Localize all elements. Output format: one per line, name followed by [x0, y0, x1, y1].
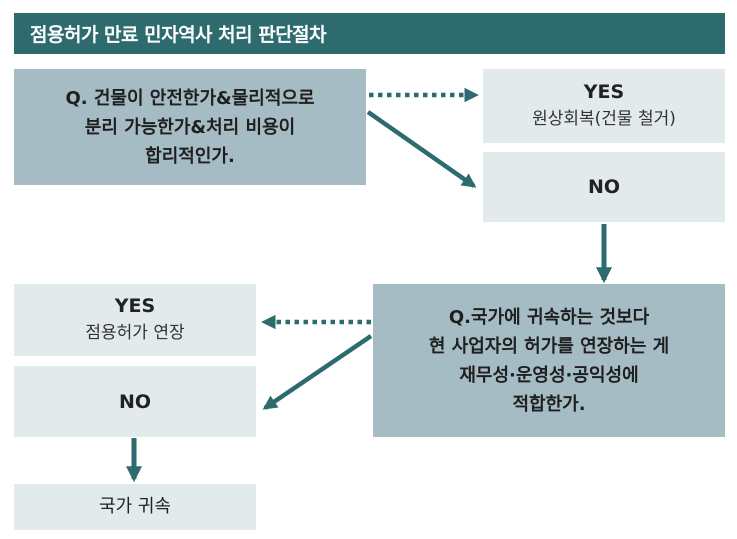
question-1-line-1: Q. 건물이 안전한가&물리적으로	[65, 87, 315, 109]
q2-yes-detail: 점용허가 연장	[85, 323, 185, 343]
question-1-box: Q. 건물이 안전한가&물리적으로 분리 가능한가&처리 비용이 합리적인가.	[14, 69, 366, 185]
question-2-line-2: 현 사업자의 허가를 연장하는 게	[428, 335, 670, 357]
q1-yes-detail: 원상회복(건물 철거)	[532, 109, 676, 129]
question-2-line-1: Q.국가에 귀속하는 것보다	[448, 306, 650, 328]
q2-no-label: NO	[118, 390, 152, 413]
final-label: 국가 귀속	[99, 496, 171, 517]
final-box: 국가 귀속	[14, 484, 256, 530]
q1-no-label: NO	[587, 176, 621, 198]
q2-no-box: NO	[14, 366, 256, 437]
q2-to-no-arrow	[262, 334, 373, 410]
q1-no-box: NO	[483, 152, 725, 222]
diagram-title: 점용허가 만료 민자역사 처리 판단절차	[14, 13, 725, 54]
q2-yes-box: YES 점용허가 연장	[14, 284, 256, 356]
q1-yes-label: YES	[583, 81, 625, 103]
question-1-line-2: 분리 가능한가&처리 비용이	[84, 116, 296, 138]
question-2-line-4: 적합한가.	[512, 393, 586, 415]
q2-yes-label: YES	[114, 295, 156, 317]
question-2-line-3: 재무성·운영성·공익성에	[459, 364, 639, 386]
question-1-line-3: 합리적인가.	[145, 145, 235, 167]
q1-to-no-arrow	[366, 110, 477, 188]
q1-yes-box: YES 원상회복(건물 철거)	[483, 69, 725, 143]
question-2-box: Q.국가에 귀속하는 것보다 현 사업자의 허가를 연장하는 게 재무성·운영성…	[373, 284, 725, 437]
